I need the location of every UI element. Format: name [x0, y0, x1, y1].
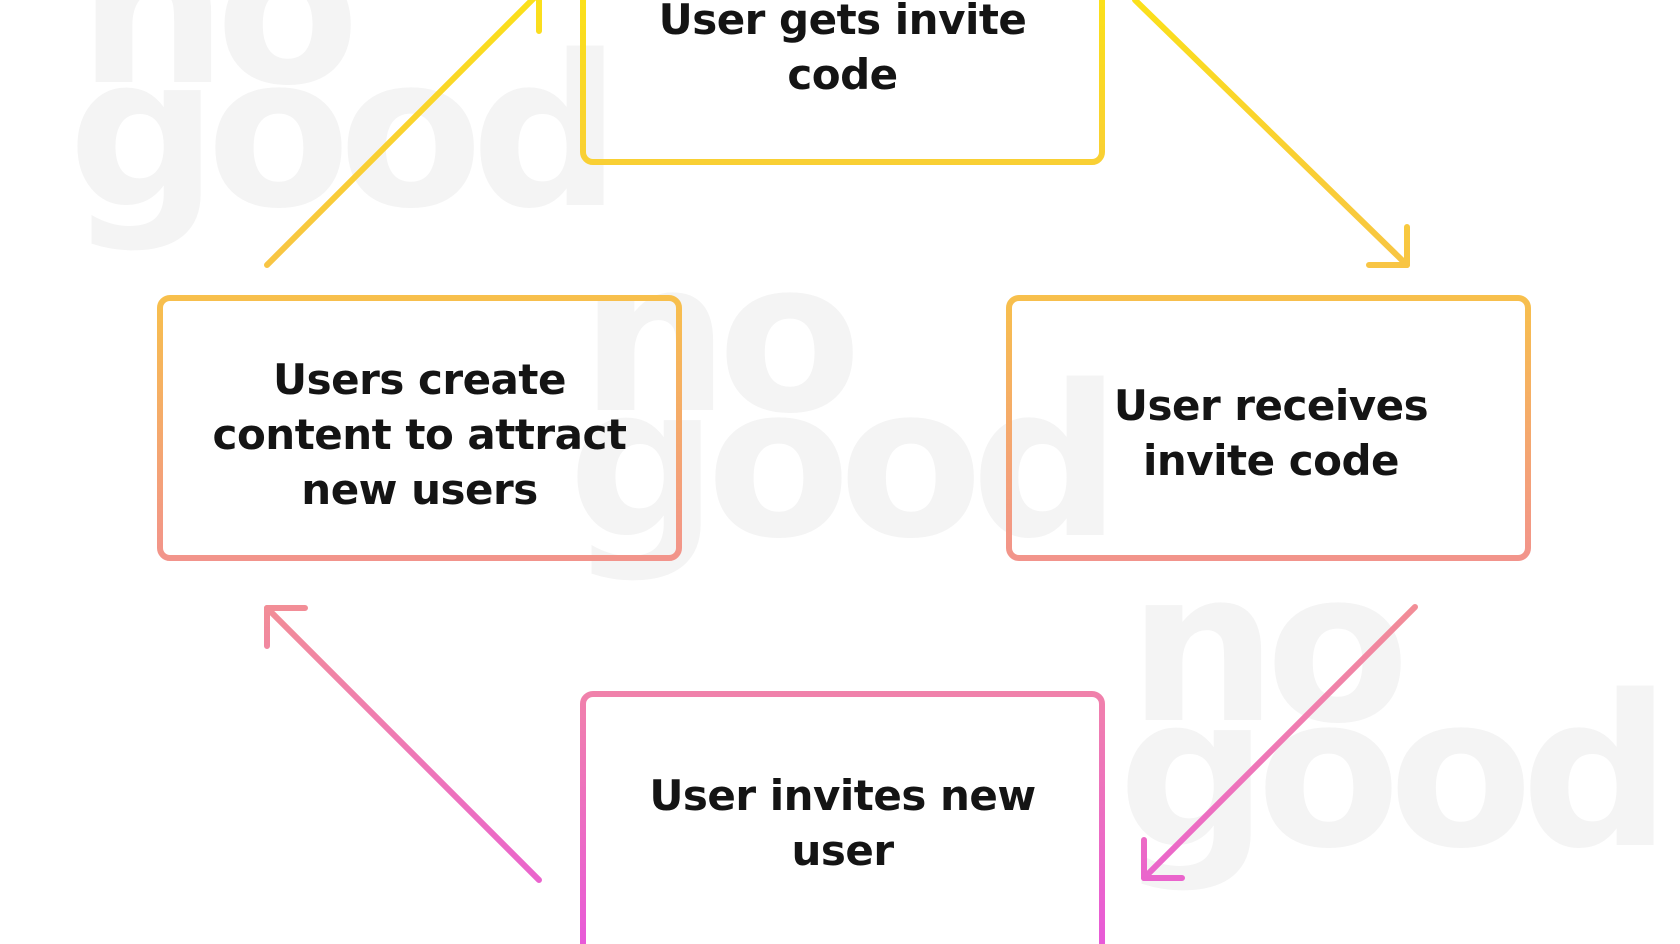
watermark-line1: no: [78, 0, 352, 132]
watermark-line1: no: [580, 215, 854, 460]
node-left-label: Users create content to attract new user…: [212, 355, 627, 514]
arrow-left-to-top: [264, 0, 542, 268]
node-bottom-label: User invites new user: [649, 771, 1036, 875]
node-right-box: [1006, 295, 1531, 561]
node-top-label: User gets invite code: [658, 0, 1027, 99]
node-right-label: User receives invite code: [1113, 381, 1429, 485]
watermark-bottom-right: no good: [1118, 525, 1671, 895]
watermark-line1: no: [1128, 525, 1402, 770]
watermark-line2: good: [568, 340, 1109, 585]
arrow-right-to-bottom: [1141, 604, 1418, 881]
watermark-top-left: no good: [68, 0, 621, 255]
watermark-center: no good: [568, 215, 1121, 585]
watermark-line2: good: [1118, 650, 1659, 895]
node-bottom-box: [580, 691, 1105, 944]
arrow-top-to-right: [1132, 0, 1410, 268]
node-top-box: [580, 0, 1105, 165]
arrow-bottom-to-left: [264, 605, 542, 883]
watermark-line2: good: [68, 10, 609, 255]
node-left-box: [157, 295, 682, 561]
